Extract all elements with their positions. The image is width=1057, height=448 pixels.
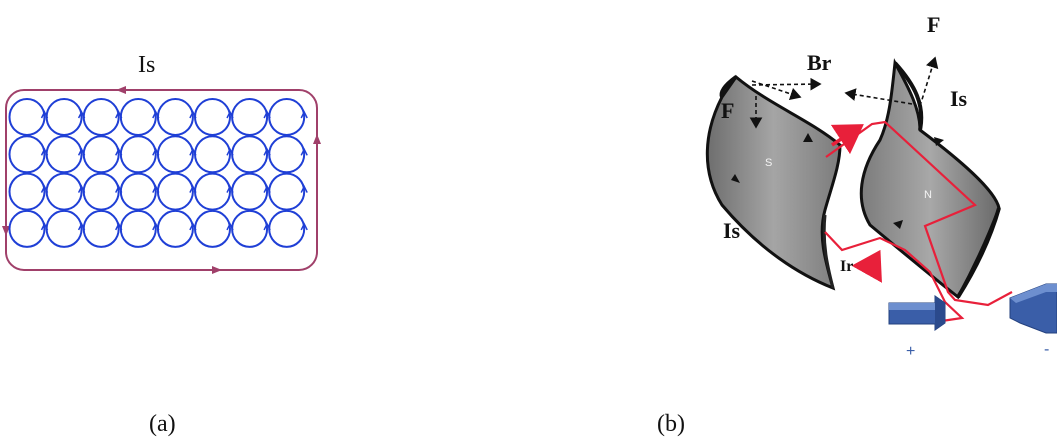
current-circle (82, 98, 120, 136)
current-circle (45, 209, 83, 248)
pole-n: N (859, 58, 1001, 300)
current-circle (156, 98, 194, 136)
label-stator-current-left: Is (723, 218, 741, 243)
rotor-current-arrow-top (830, 124, 864, 155)
loop-arrow-right (313, 134, 321, 144)
current-circle-arrow (300, 147, 308, 156)
current-circle-arrow (300, 222, 308, 231)
panel-a-current-label: Is (138, 52, 155, 78)
current-circle (82, 172, 120, 211)
current-circle (231, 135, 269, 174)
current-circle (8, 135, 46, 174)
current-circle (268, 209, 306, 248)
current-circle (268, 98, 306, 136)
edge-arrow-left-top (803, 133, 813, 142)
field-arrow-left-2 (751, 77, 822, 91)
pole-s: S (705, 74, 842, 291)
label-radial-field: Br (807, 50, 832, 75)
current-circle (82, 135, 120, 174)
pole-n-label: N (924, 189, 932, 201)
loop-arrow-top (116, 86, 126, 94)
rotor-wire-bottom (824, 231, 965, 324)
current-circle (8, 209, 46, 248)
label-terminal-negative: - (1044, 341, 1049, 358)
current-circle (45, 172, 83, 211)
current-circle-arrow (300, 184, 308, 193)
current-circle (8, 172, 46, 211)
current-circle (231, 172, 269, 211)
current-circle (194, 209, 231, 248)
label-stator-current-right: Is (950, 86, 968, 111)
current-circle (119, 209, 157, 248)
current-circle (268, 135, 306, 174)
pole-s-label: S (765, 157, 772, 169)
current-circle (119, 135, 157, 174)
current-circle (156, 135, 194, 174)
edge-arrow-right-top (934, 137, 944, 146)
edge-arrow-left-bottom (731, 174, 740, 183)
current-circle (82, 209, 120, 248)
rotor-current-arrow-bottom (851, 249, 882, 283)
current-circle (231, 98, 269, 136)
terminal-negative (1009, 283, 1057, 334)
current-circle (119, 98, 157, 136)
label-terminal-positive: + (906, 343, 915, 360)
current-circle (119, 172, 157, 211)
panel-a-caption: (a) (149, 411, 176, 437)
panel-b-caption: (b) (657, 411, 685, 437)
current-circle (231, 209, 269, 248)
current-circle-arrow (300, 110, 308, 119)
current-circle (8, 98, 46, 136)
force-arrow-top (919, 56, 939, 107)
panel-a: Is (a) (2, 52, 321, 437)
label-force-left: F (721, 98, 734, 123)
rotor-wire-top (825, 120, 1013, 307)
stator-current-loop (5, 89, 318, 271)
edge-arrow-right-bottom (893, 220, 903, 229)
loop-arrow-left (2, 226, 10, 236)
current-circle (194, 172, 231, 211)
current-circle (194, 98, 231, 136)
field-arrow-left (751, 80, 802, 101)
current-circle (156, 172, 194, 211)
current-circle-grid (8, 98, 308, 248)
current-circle (45, 98, 83, 136)
current-circle (45, 135, 83, 174)
panel-b: S N (657, 12, 1057, 437)
label-rotor-current: Ir (840, 258, 853, 275)
field-force-arrows (749, 56, 939, 129)
label-force-top: F (927, 12, 940, 37)
current-circle (268, 172, 306, 211)
current-circle (194, 135, 231, 174)
terminal-positive (888, 295, 946, 331)
rotor-conductor (824, 120, 1013, 324)
current-circle (156, 209, 194, 248)
loop-arrow-bottom (212, 266, 222, 274)
